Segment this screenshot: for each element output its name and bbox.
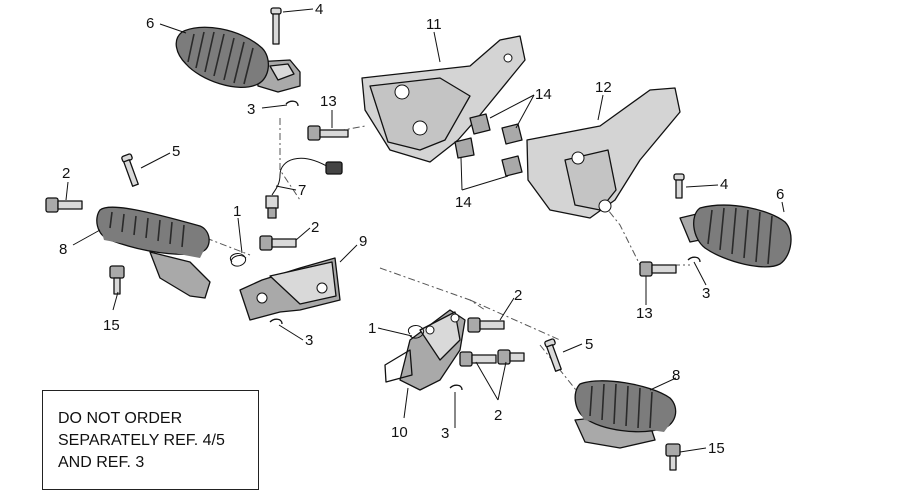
bushings: [454, 113, 523, 177]
callout-13: 13: [320, 93, 337, 110]
bracket-left: [239, 257, 341, 321]
leader-lines: [65, 8, 785, 453]
footpeg-front-left: [96, 206, 211, 299]
heel-guard-left: [361, 35, 526, 163]
callout-3: 3: [305, 332, 313, 349]
callout-3: 3: [702, 285, 710, 302]
footpeg-rear-right: [679, 204, 792, 268]
callout-3: 3: [441, 425, 449, 442]
callout-2: 2: [62, 165, 70, 182]
order-note-text: DO NOT ORDER SEPARATELY REF. 4/5 AND REF…: [58, 410, 225, 471]
callout-3: 3: [247, 101, 255, 118]
callout-15: 15: [708, 440, 725, 457]
callout-4: 4: [720, 176, 728, 193]
callout-2: 2: [514, 287, 522, 304]
clip-3-left: [269, 318, 283, 325]
bracket-right: [384, 309, 466, 391]
spring-right: [408, 325, 424, 339]
callout-13: 13: [636, 305, 653, 322]
callout-12: 12: [595, 79, 612, 96]
callout-9: 9: [359, 233, 367, 250]
callout-15: 15: [103, 317, 120, 334]
clip-3-right: [687, 256, 701, 263]
callout-5: 5: [585, 336, 593, 353]
spring-left: [230, 253, 247, 267]
callout-5: 5: [172, 143, 180, 160]
callout-11: 11: [426, 16, 442, 33]
callout-numbers: 6 4 3 13 11 14 12 14 5 2 7 4 6 1 2 9 8 1…: [59, 1, 784, 457]
callout-8: 8: [59, 241, 67, 258]
bolt-15-right: [665, 443, 681, 471]
callout-4: 4: [315, 1, 323, 18]
callout-7: 7: [298, 182, 306, 199]
callout-6: 6: [146, 15, 154, 32]
bolt-13-right: [639, 261, 677, 277]
order-note-box: DO NOT ORDER SEPARATELY REF. 4/5 AND REF…: [42, 390, 259, 490]
bolt-2-left: [45, 197, 83, 213]
callout-1: 1: [368, 320, 376, 337]
clip-top: [285, 100, 299, 107]
callout-8: 8: [672, 367, 680, 384]
callout-10: 10: [391, 424, 408, 441]
heel-guard-right: [526, 87, 681, 219]
bolt-2-mid: [259, 235, 297, 251]
callout-14: 14: [455, 194, 472, 211]
bolt-15-left: [109, 265, 125, 295]
bolt-13-top: [307, 125, 349, 141]
pin-left: [121, 153, 139, 187]
pin-top: [270, 7, 282, 45]
footpeg-front-right: [574, 380, 677, 449]
callout-2: 2: [311, 219, 319, 236]
callout-2: 2: [494, 407, 502, 424]
bolts-2-right: [459, 317, 525, 367]
sensor-switch: [265, 157, 343, 219]
pin-5-right: [544, 338, 562, 372]
callout-1: 1: [233, 203, 241, 220]
callout-14: 14: [535, 86, 552, 103]
pin-right: [673, 173, 685, 199]
clip-3-bottom: [449, 384, 463, 391]
footpeg-rear-left: [175, 26, 301, 93]
callout-6: 6: [776, 186, 784, 203]
